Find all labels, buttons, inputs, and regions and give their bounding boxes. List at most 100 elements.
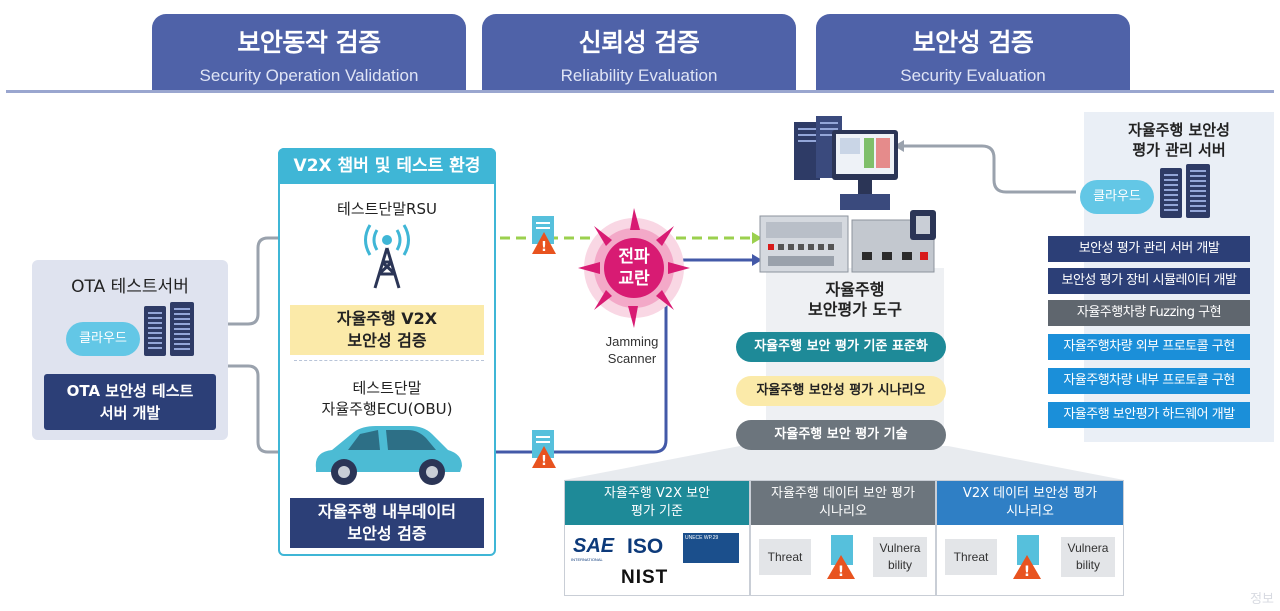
tab-title-en: Security Evaluation <box>900 66 1046 85</box>
arrowhead <box>752 254 762 266</box>
cloud-icon: 클라우드 <box>66 322 140 356</box>
mgmt-task-item: 보안성 평가 관리 서버 개발 <box>1048 236 1250 262</box>
rsu-box-line2: 보안성 검증 <box>347 331 427 350</box>
mgmt-task-item: 자율주행차량 외부 프로토콜 구현 <box>1048 334 1250 360</box>
obu-label-line1: 테스트단말 <box>352 379 422 397</box>
antenna-tower-icon <box>364 224 410 289</box>
ota-dev-label: OTA 보안성 테스트 서버 개발 <box>44 374 216 430</box>
warning-doc-icon: ! <box>1013 535 1041 580</box>
svg-text:!: ! <box>541 240 547 255</box>
obu-box-line1: 자율주행 내부데이터 <box>317 502 457 521</box>
ota-to-rsu-line <box>228 236 300 326</box>
svg-text:!: ! <box>541 454 547 469</box>
v2x-chamber-panel: V2X 챔버 및 테스트 환경 테스트단말RSU 자율주행 V2X 보안성 검증… <box>278 148 496 556</box>
obu-box-line2: 보안성 검증 <box>347 524 427 543</box>
threat-box: Threat <box>759 539 811 575</box>
mgmt-task-item: 자율주행차량 Fuzzing 구현 <box>1048 300 1250 326</box>
ota-dev-line2: 서버 개발 <box>99 404 161 422</box>
arrowhead <box>894 140 904 152</box>
v2x-panel-header: V2X 챔버 및 테스트 환경 <box>278 148 496 184</box>
mgmt-server-title: 자율주행 보안성 평가 관리 서버 <box>1084 120 1274 160</box>
criteria-standards-card: 자율주행 V2X 보안 평가 기준 SAE INTERNATIONAL ISO … <box>564 480 750 596</box>
tab-title-en: Security Operation Validation <box>199 66 419 85</box>
divider <box>294 360 484 361</box>
ota-dev-line1: OTA 보안성 테스트 <box>66 382 194 400</box>
eval-pill-scenario: 자율주행 보안성 평가 시나리오 <box>736 376 946 406</box>
mgmt-title-line2: 평가 관리 서버 <box>1132 141 1226 159</box>
car-icon <box>315 426 462 485</box>
sae-logo-subtitle: INTERNATIONAL <box>571 557 603 562</box>
svg-text:!: ! <box>1024 564 1030 580</box>
cloud-label: 클라우드 <box>79 331 127 346</box>
jamming-badge-label: 전파 교란 <box>606 246 662 290</box>
jamming-scanner-caption: Jamming Scanner <box>598 333 666 367</box>
ota-to-obu-line <box>228 364 300 454</box>
iso-logo: ISO <box>627 535 664 558</box>
server-icon <box>1160 168 1182 218</box>
vulnerability-box: Vulnera bility <box>873 537 927 577</box>
vuln-line1: Vulnera <box>1067 541 1109 555</box>
jam-caption-line1: Jamming <box>605 334 659 349</box>
criteria-header: V2X 데이터 보안성 평가 시나리오 <box>937 481 1123 525</box>
criteria-title-line2: 시나리오 <box>819 504 867 519</box>
obu-label-line2: 자율주행ECU(OBU) <box>321 400 453 418</box>
mgmt-task-item: 보안성 평가 장비 시뮬레이터 개발 <box>1048 268 1250 294</box>
obu-label: 테스트단말 자율주행ECU(OBU) <box>280 378 494 420</box>
watermark: 정보 <box>1250 592 1274 607</box>
evaluation-equipment-icon <box>759 210 936 273</box>
threat-box: Threat <box>945 539 997 575</box>
eval-tool-title: 자율주행 보안평가 도구 <box>766 280 944 320</box>
mgmt-title-line1: 자율주행 보안성 <box>1128 121 1230 139</box>
vuln-line2: bility <box>1075 558 1100 572</box>
cloud-label: 클라우드 <box>1093 189 1141 204</box>
tab-title-ko: 신뢰성 검증 <box>578 28 700 57</box>
eval-pill-standardization: 자율주행 보안 평가 기준 표준화 <box>736 332 946 362</box>
tab-title-en: Reliability Evaluation <box>560 66 718 85</box>
ota-test-server-panel: OTA 테스트서버 클라우드 OTA 보안성 테스트 서버 개발 <box>32 260 228 440</box>
eval-pill-technology: 자율주행 보안 평가 기술 <box>736 420 946 450</box>
tab-title-ko: 보안동작 검증 <box>237 28 381 57</box>
jam-line2: 교란 <box>618 269 650 289</box>
rsu-box-line1: 자율주행 V2X <box>336 309 438 328</box>
tab-security-evaluation[interactable]: 보안성 검증 Security Evaluation <box>816 14 1130 90</box>
server-icon <box>1186 164 1210 218</box>
unece-logo: UNECE WP.29 <box>683 533 739 563</box>
criteria-title-line1: V2X 데이터 보안성 평가 <box>962 486 1098 501</box>
tool-to-mgmt-line <box>902 144 1076 194</box>
criteria-title-line2: 평가 기준 <box>631 504 683 519</box>
tab-security-operation-validation[interactable]: 보안동작 검증 Security Operation Validation <box>152 14 466 90</box>
jam-line1: 전파 <box>618 247 650 267</box>
nist-logo: NIST <box>621 567 669 588</box>
criteria-title-line2: 시나리오 <box>1006 504 1054 519</box>
vulnerability-box: Vulnera bility <box>1061 537 1115 577</box>
rsu-check-box: 자율주행 V2X 보안성 검증 <box>290 305 484 355</box>
warning-doc-icon: ! <box>827 535 855 580</box>
criteria-header: 자율주행 데이터 보안 평가 시나리오 <box>751 481 935 525</box>
criteria-header: 자율주행 V2X 보안 평가 기준 <box>565 481 749 525</box>
criteria-data-scenario-card: 자율주행 데이터 보안 평가 시나리오 Threat ! Vulnera bil… <box>750 480 936 596</box>
sae-logo: SAE <box>573 535 615 557</box>
arrowhead <box>752 232 762 244</box>
server-icon <box>170 302 194 356</box>
warning-doc-icon: ! <box>532 216 556 255</box>
cloud-icon: 클라우드 <box>1080 180 1154 214</box>
vuln-line1: Vulnera <box>879 541 921 555</box>
tab-title-ko: 보안성 검증 <box>912 28 1034 57</box>
criteria-title-line1: 자율주행 데이터 보안 평가 <box>771 486 915 501</box>
criteria-title-line1: 자율주행 V2X 보안 <box>603 486 711 501</box>
vuln-line2: bility <box>887 558 912 572</box>
header-divider <box>6 90 1274 93</box>
mgmt-task-item: 자율주행 보안평가 하드웨어 개발 <box>1048 402 1250 428</box>
jamming-burst-icon <box>578 208 690 328</box>
warning-doc-icon: ! <box>532 430 556 469</box>
criteria-v2x-scenario-card: V2X 데이터 보안성 평가 시나리오 Threat ! Vulnera bil… <box>936 480 1124 596</box>
scope-funnel <box>564 446 1124 480</box>
rsu-label: 테스트단말RSU <box>337 200 437 218</box>
tab-reliability-evaluation[interactable]: 신뢰성 검증 Reliability Evaluation <box>482 14 796 90</box>
workstation-icon <box>794 116 898 210</box>
mgmt-task-item: 자율주행차량 내부 프로토콜 구현 <box>1048 368 1250 394</box>
eval-title-line2: 보안평가 도구 <box>808 300 902 319</box>
eval-title-line1: 자율주행 <box>825 280 885 299</box>
jam-caption-line2: Scanner <box>607 351 657 366</box>
ota-title: OTA 테스트서버 <box>71 277 189 297</box>
